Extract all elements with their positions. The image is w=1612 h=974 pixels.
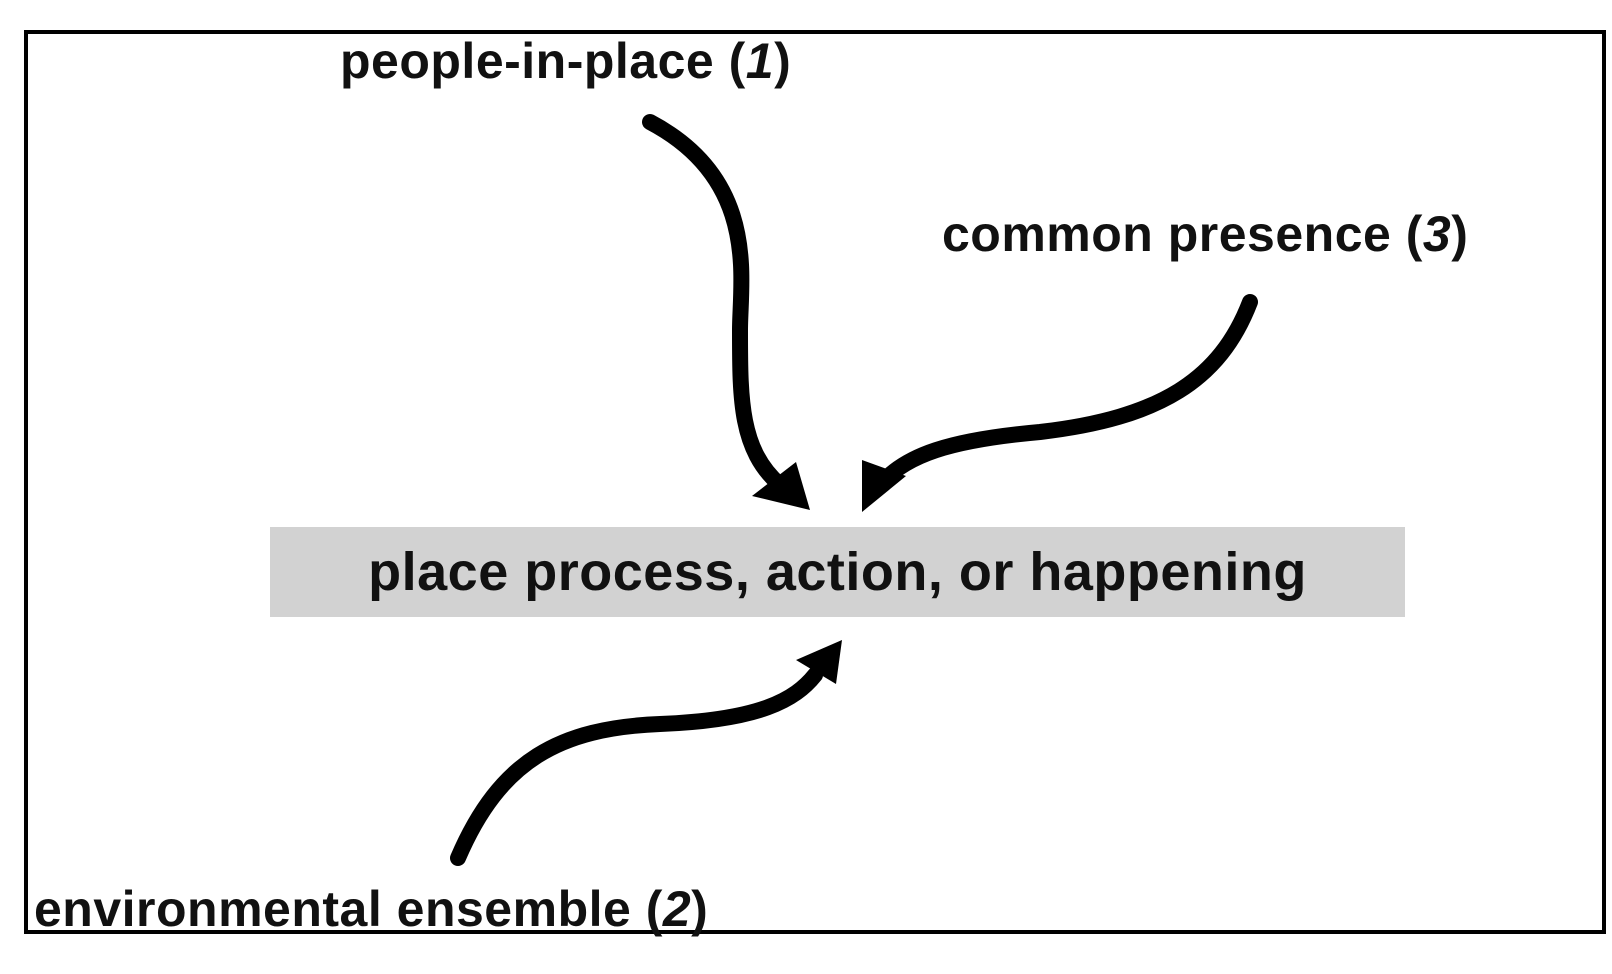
arrow-environmental-ensemble	[450, 667, 823, 866]
center-label: place process, action, or happening	[368, 542, 1307, 602]
label-common-presence: common presence (3)	[942, 206, 1469, 262]
center-node: place process, action, or happening	[270, 527, 1405, 617]
label-number: 2	[662, 881, 692, 937]
label-number: 3	[1422, 206, 1452, 262]
arrow-head-people-in-place	[752, 462, 810, 510]
label-people-in-place: people-in-place (1)	[340, 33, 792, 89]
label-number: 1	[745, 33, 775, 89]
diagram-frame	[24, 30, 1606, 934]
arrow-head-environmental-ensemble	[796, 640, 842, 684]
label-environmental-ensemble: environmental ensemble (2)	[34, 881, 709, 937]
arrow-head-common-presence	[862, 460, 906, 512]
arrow-people-in-place	[642, 114, 788, 493]
arrow-common-presence	[872, 294, 1258, 493]
